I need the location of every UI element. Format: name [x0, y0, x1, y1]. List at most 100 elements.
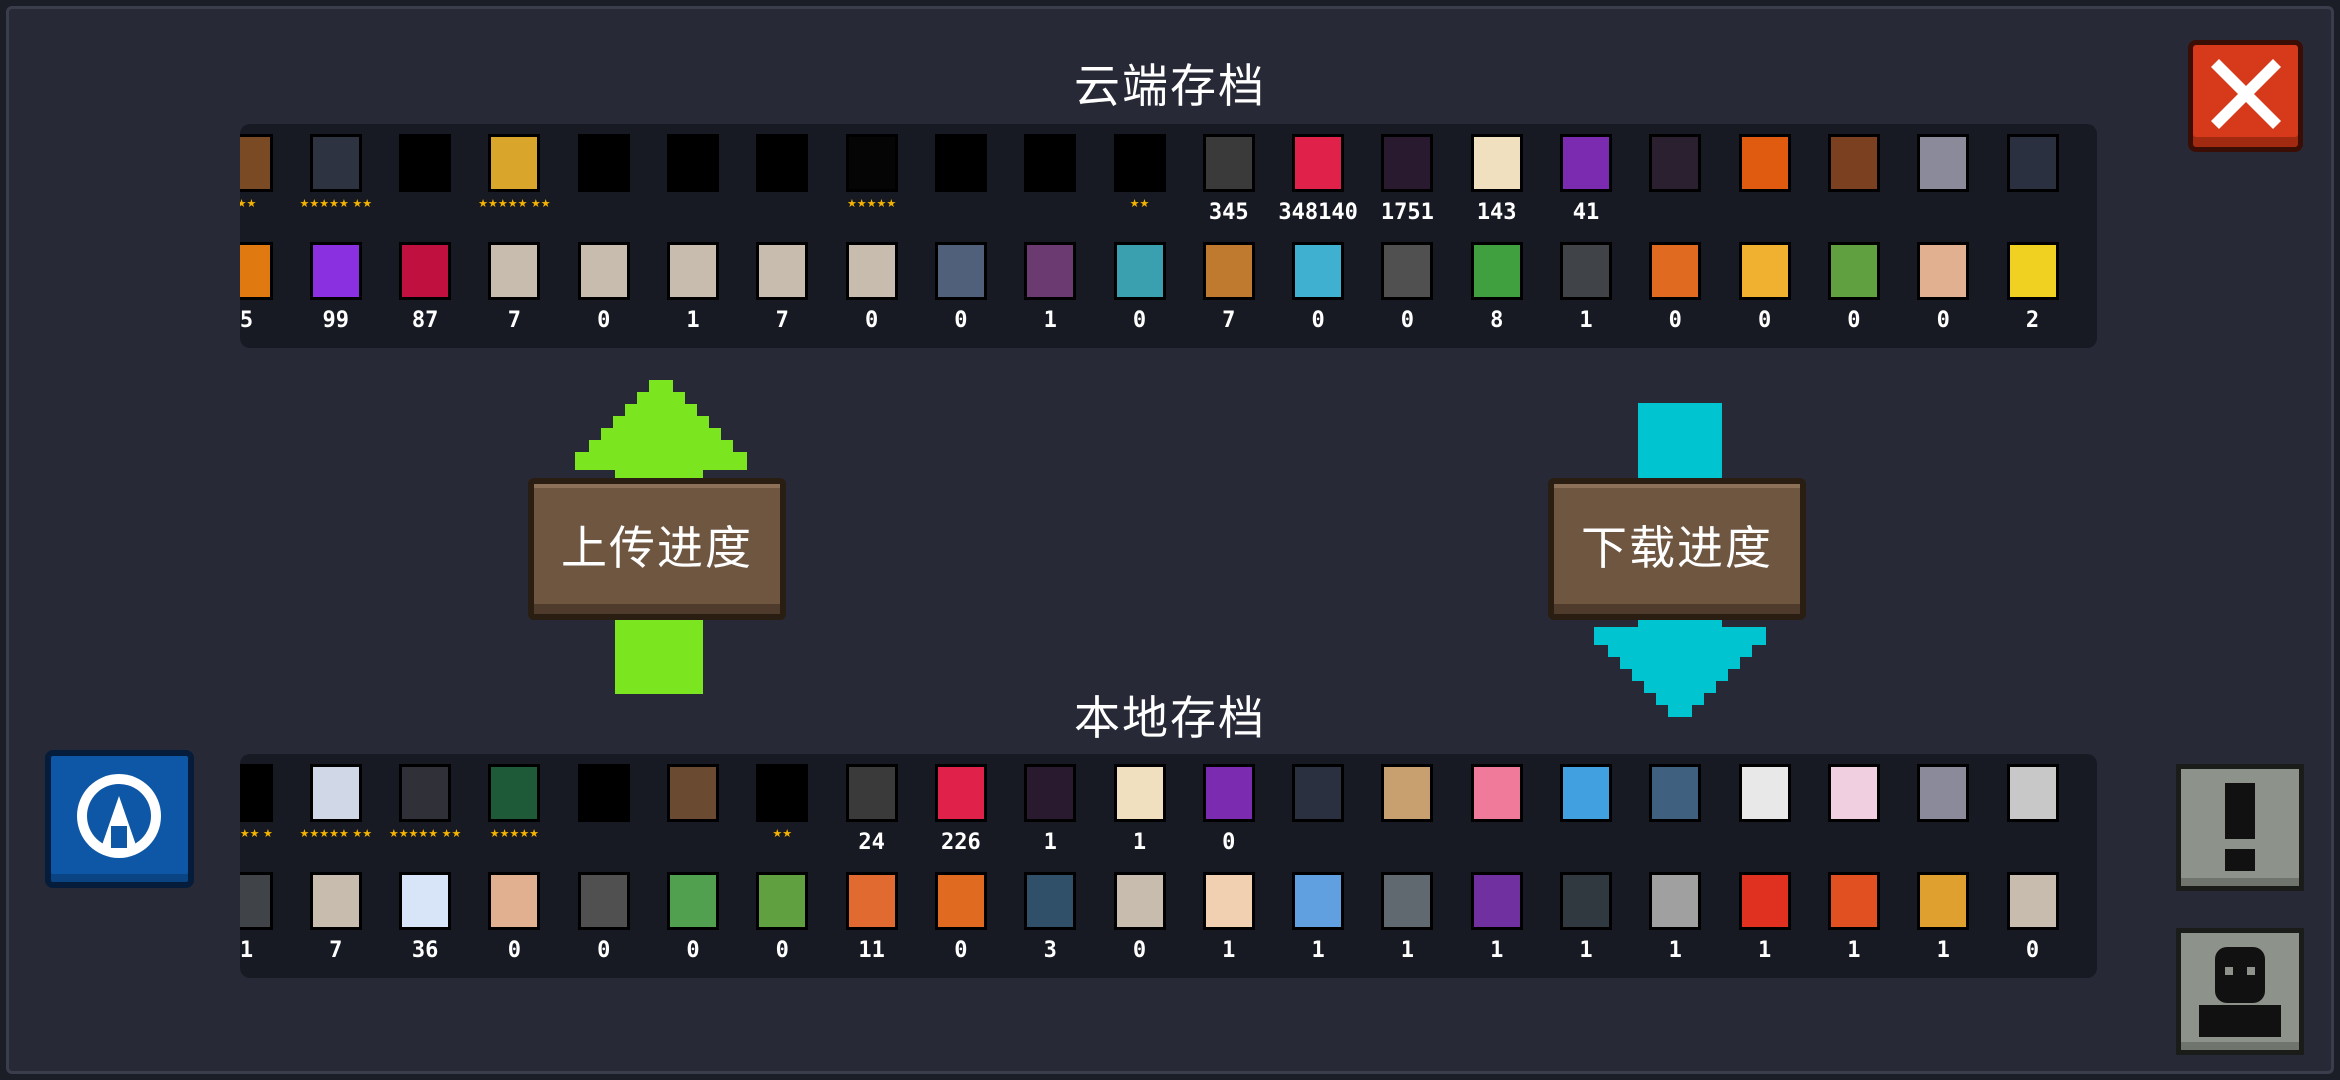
item-count: 0: [597, 938, 611, 963]
unlock-item: [649, 134, 738, 198]
star-rating: ★★: [240, 197, 257, 210]
item-count: 8: [1490, 308, 1504, 333]
rainbow-plant-icon: [1827, 242, 1880, 300]
user-silhouette-icon: [2199, 947, 2281, 1037]
locked-silhouette-icon: [577, 764, 630, 822]
bat-pet-icon: [1649, 134, 1702, 192]
material-item: 0: [649, 872, 738, 964]
machine-part-icon: [1024, 242, 1077, 300]
item-count: 36: [411, 938, 439, 963]
item-count: 1: [1043, 308, 1057, 333]
item-count: 1: [1847, 938, 1861, 963]
material-item: 5: [240, 242, 291, 334]
scroll-icon: [845, 242, 898, 300]
eye-gem-icon: [1827, 872, 1880, 930]
material-item: 1: [240, 872, 291, 964]
material-item: 1: [1184, 872, 1273, 964]
eye-gem-icon: [1649, 872, 1702, 930]
item-count: 0: [2025, 938, 2040, 963]
robot-pet-icon: [1917, 134, 1970, 192]
locked-silhouette-icon: [240, 764, 273, 822]
item-count: 0: [954, 308, 968, 333]
notice-button[interactable]: [2176, 764, 2304, 891]
robot-pet-icon: [1649, 764, 1702, 822]
potion-icon: [1917, 242, 1970, 300]
item-count: 0: [1132, 938, 1147, 963]
material-item: 1: [1006, 242, 1095, 334]
gun-icon: [845, 764, 898, 822]
material-item: 2: [1988, 242, 2077, 334]
item-count: 41: [1572, 200, 1600, 225]
demon-boss-icon: [1024, 764, 1077, 822]
unlock-item: ★★★★★ ★★: [470, 134, 559, 209]
tap-button-icon: [2006, 764, 2059, 822]
small-pet-icon: [1827, 134, 1880, 192]
item-count: 87: [411, 308, 439, 333]
star-rating: ★★★★★: [846, 197, 897, 210]
unlock-item: [1274, 764, 1363, 822]
item-count: 0: [686, 938, 700, 963]
item-count: 226: [941, 830, 981, 855]
download-progress-button[interactable]: 下载进度: [1548, 478, 1806, 620]
material-item: 0: [738, 872, 827, 964]
item-count: 1: [1222, 938, 1236, 963]
item-count: 0: [1847, 308, 1861, 333]
locked-silhouette-icon: [845, 134, 898, 192]
material-item: 1: [1631, 872, 1720, 964]
locked-silhouette-icon: [667, 134, 719, 192]
item-count: 0: [507, 938, 522, 963]
eye-gem-icon: [1470, 872, 1523, 930]
material-item: 0: [827, 242, 916, 334]
community-logo-button[interactable]: [45, 750, 194, 888]
material-item: 7: [291, 872, 380, 964]
item-count: 5: [240, 308, 254, 333]
scroll-note-icon: [1470, 134, 1523, 192]
item-count: 7: [329, 938, 343, 963]
item-count: 1: [1579, 938, 1593, 963]
locked-silhouette-icon: [577, 134, 630, 192]
item-count: 3: [1043, 938, 1057, 963]
item-count: 1: [686, 308, 700, 333]
star-rating: ★★★★★: [489, 827, 540, 840]
material-item: 8: [1452, 242, 1541, 334]
moon-icon: [2006, 242, 2059, 300]
stone-tablet-icon: [240, 872, 273, 930]
potion-icon: [488, 872, 541, 930]
pig-pet-icon: [1470, 764, 1523, 822]
material-item: 0: [916, 872, 1005, 964]
unlock-item: [1720, 764, 1809, 822]
carrot-icon: [934, 872, 987, 930]
profile-button[interactable]: [2176, 928, 2304, 1055]
unlock-item: [559, 134, 648, 198]
item-count: 0: [1222, 830, 1236, 855]
material-item: 7: [470, 242, 559, 334]
item-count: 7: [507, 308, 522, 333]
eye-gem-icon: [1917, 872, 1970, 930]
unlock-item: [1899, 134, 1988, 192]
unlock-item: [649, 764, 738, 828]
purple-crystal-icon: [309, 242, 362, 300]
unlock-item: [559, 764, 648, 828]
material-item: 0: [559, 242, 648, 334]
material-item: 1: [1899, 872, 1988, 964]
local-save-panel: ★★★★ ★★★★★★ ★★★★★★★ ★★★★★★★★★24226110173…: [240, 754, 2097, 978]
item-count: 0: [864, 308, 879, 333]
unlock-item: 24: [827, 764, 916, 856]
close-button[interactable]: [2188, 40, 2303, 152]
item-count: 1: [1311, 938, 1325, 963]
upload-progress-button[interactable]: 上传进度: [528, 478, 786, 620]
black-cat-pet-icon: [1292, 764, 1345, 822]
unlock-item: [1006, 134, 1095, 198]
unlock-item: 1751: [1363, 134, 1452, 226]
purple-portal-icon: [1202, 764, 1255, 822]
fish-icon: [1292, 242, 1345, 300]
item-count: 0: [775, 938, 789, 963]
material-item: 99: [291, 242, 380, 334]
star-rating: ★★★★★ ★★: [299, 197, 373, 210]
material-item: 3: [1006, 872, 1095, 964]
scroll-icon: [309, 872, 362, 930]
item-count: 11: [858, 938, 885, 963]
red-crystal-icon: [399, 242, 452, 300]
unlock-item: [1452, 764, 1541, 822]
scroll-icon: [488, 242, 541, 300]
